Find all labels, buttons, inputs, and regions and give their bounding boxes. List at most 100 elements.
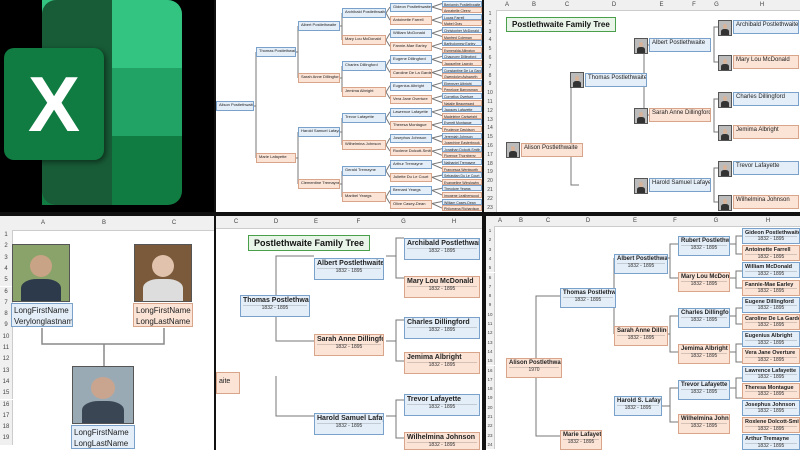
row-header[interactable]: 4 [486, 253, 495, 264]
row-header[interactable]: 12 [484, 106, 497, 116]
tree-node[interactable]: Penelope Barrowman [442, 86, 482, 93]
tree-node[interactable]: Harold Samuel Lafayette [298, 127, 340, 137]
person-mary[interactable]: Mary Lou McDonald [733, 55, 799, 69]
column-header[interactable]: G [709, 0, 724, 11]
row-header[interactable]: 19 [486, 393, 495, 403]
row-header[interactable]: 23 [484, 203, 497, 212]
column-header[interactable]: F [679, 0, 709, 11]
row-header[interactable]: 12 [486, 328, 495, 338]
tree-node[interactable]: Lawrence Lafayette [390, 107, 432, 117]
column-header[interactable]: D [560, 216, 616, 227]
photo-thomas[interactable] [570, 72, 584, 88]
card-person2[interactable]: LongFirstName LongLastName [133, 303, 193, 327]
row-header[interactable]: 10 [0, 331, 13, 343]
tree-node[interactable]: Olive Casey-Dean [390, 199, 432, 209]
row-header[interactable]: 17 [484, 150, 497, 160]
row-header[interactable]: 19 [484, 168, 497, 178]
row-header[interactable]: 13 [0, 365, 13, 377]
tree-title[interactable]: Postlethwaite Family Tree [506, 17, 616, 32]
row-header[interactable]: 18 [486, 384, 495, 394]
tree-node[interactable]: Eugenius Albright [390, 81, 432, 91]
person-jemima[interactable]: Jemima Albright [733, 125, 799, 139]
row-header[interactable]: 8 [484, 71, 497, 81]
tree-node[interactable]: Trevor Lafayette [342, 113, 386, 123]
row-header[interactable]: 2 [484, 18, 497, 28]
tree-node[interactable]: Florence Thornberry [442, 152, 482, 159]
column-header[interactable]: A [494, 216, 506, 227]
row-header[interactable]: 20 [486, 402, 495, 412]
person-albert[interactable]: Albert Postlethwaite [649, 38, 711, 52]
person-alison[interactable]: Alison Postlethwaite [521, 143, 583, 157]
column-header[interactable]: C [550, 0, 584, 11]
photo-albert[interactable] [634, 38, 648, 54]
person-sarah[interactable]: Sarah Anne Dillingford [649, 108, 711, 122]
person-charles[interactable]: Charles Dillingford [733, 92, 799, 106]
tree-node[interactable]: Ebenezer Albright [442, 79, 482, 86]
card-person3[interactable]: LongFirstName LongLastName [71, 425, 135, 449]
row-header[interactable]: 18 [484, 159, 497, 169]
tree-node[interactable]: Bartholomew Earley [442, 40, 482, 47]
row-header[interactable]: 11 [484, 98, 497, 107]
tree-node[interactable]: Mabel Gray [442, 20, 482, 27]
tree-node[interactable]: Marie Lafayette [256, 153, 296, 163]
tree-title[interactable]: Postlethwaite Family Tree [248, 235, 371, 251]
row-header[interactable]: 18 [0, 422, 13, 434]
column-header[interactable]: C [216, 216, 256, 229]
tree-node[interactable]: Clementine Tremayne [298, 179, 340, 189]
row-header[interactable]: 23 [486, 430, 495, 440]
person-harold[interactable]: Harold Samuel Lafayette [649, 178, 711, 192]
row-header[interactable]: 21 [484, 186, 497, 195]
column-header[interactable]: D [584, 0, 644, 11]
tree-node[interactable]: Constantine De La Garde [442, 66, 482, 73]
tree-node[interactable]: Arthur Tremayne [390, 160, 432, 170]
row-header[interactable]: 15 [486, 356, 495, 366]
photo-wilhelmina[interactable] [718, 195, 732, 211]
tree-node[interactable]: Josephine Easterbrook [442, 139, 482, 146]
photo-harold[interactable] [634, 178, 648, 194]
row-header[interactable]: 13 [484, 115, 497, 125]
tree-node[interactable]: Jonathan Dolcott-Smith [442, 145, 482, 152]
row-header[interactable]: 16 [0, 399, 13, 411]
column-header[interactable]: H [724, 0, 800, 11]
tree-node[interactable]: Natalie Beauregard [442, 99, 482, 106]
tree-node[interactable]: Madeleine Cartwright [442, 112, 482, 119]
row-header[interactable]: 3 [484, 27, 497, 37]
photo-person2[interactable] [134, 244, 192, 302]
column-header[interactable]: D [256, 216, 296, 229]
tree-node[interactable]: William McDonald [390, 29, 432, 39]
column-header[interactable]: B [518, 0, 550, 11]
row-header[interactable]: 9 [486, 300, 495, 310]
row-header[interactable]: 11 [0, 343, 13, 355]
tree-node[interactable]: Eugene Dillingford [390, 55, 432, 65]
tree-node[interactable]: Sebastian Du Le Court [442, 172, 482, 179]
tree-node[interactable]: Roxlene Dolcott-Smith [390, 147, 432, 157]
column-header[interactable]: F [654, 216, 696, 227]
tree-node[interactable]: Wilhelmina Johnson [342, 140, 386, 150]
row-header[interactable]: 22 [486, 421, 495, 431]
row-header[interactable]: 7 [484, 62, 497, 72]
tree-node[interactable]: Sarah Anne Dillingford [298, 73, 340, 83]
row-header[interactable]: 22 [484, 194, 497, 204]
row-header[interactable]: 5 [486, 263, 495, 273]
person-trevor[interactable]: Trevor Lafayette [733, 161, 799, 175]
row-header[interactable]: 12 [0, 354, 13, 366]
tree-node[interactable]: Fannie-Mae Earley [390, 42, 432, 52]
tree-node[interactable]: Bernard Yeargs [390, 186, 432, 196]
row-header[interactable]: 24 [486, 439, 495, 450]
photo-sarah[interactable] [634, 108, 648, 124]
column-header[interactable]: G [381, 216, 426, 229]
tree-node[interactable]: Maribel Yeargs [342, 192, 386, 202]
